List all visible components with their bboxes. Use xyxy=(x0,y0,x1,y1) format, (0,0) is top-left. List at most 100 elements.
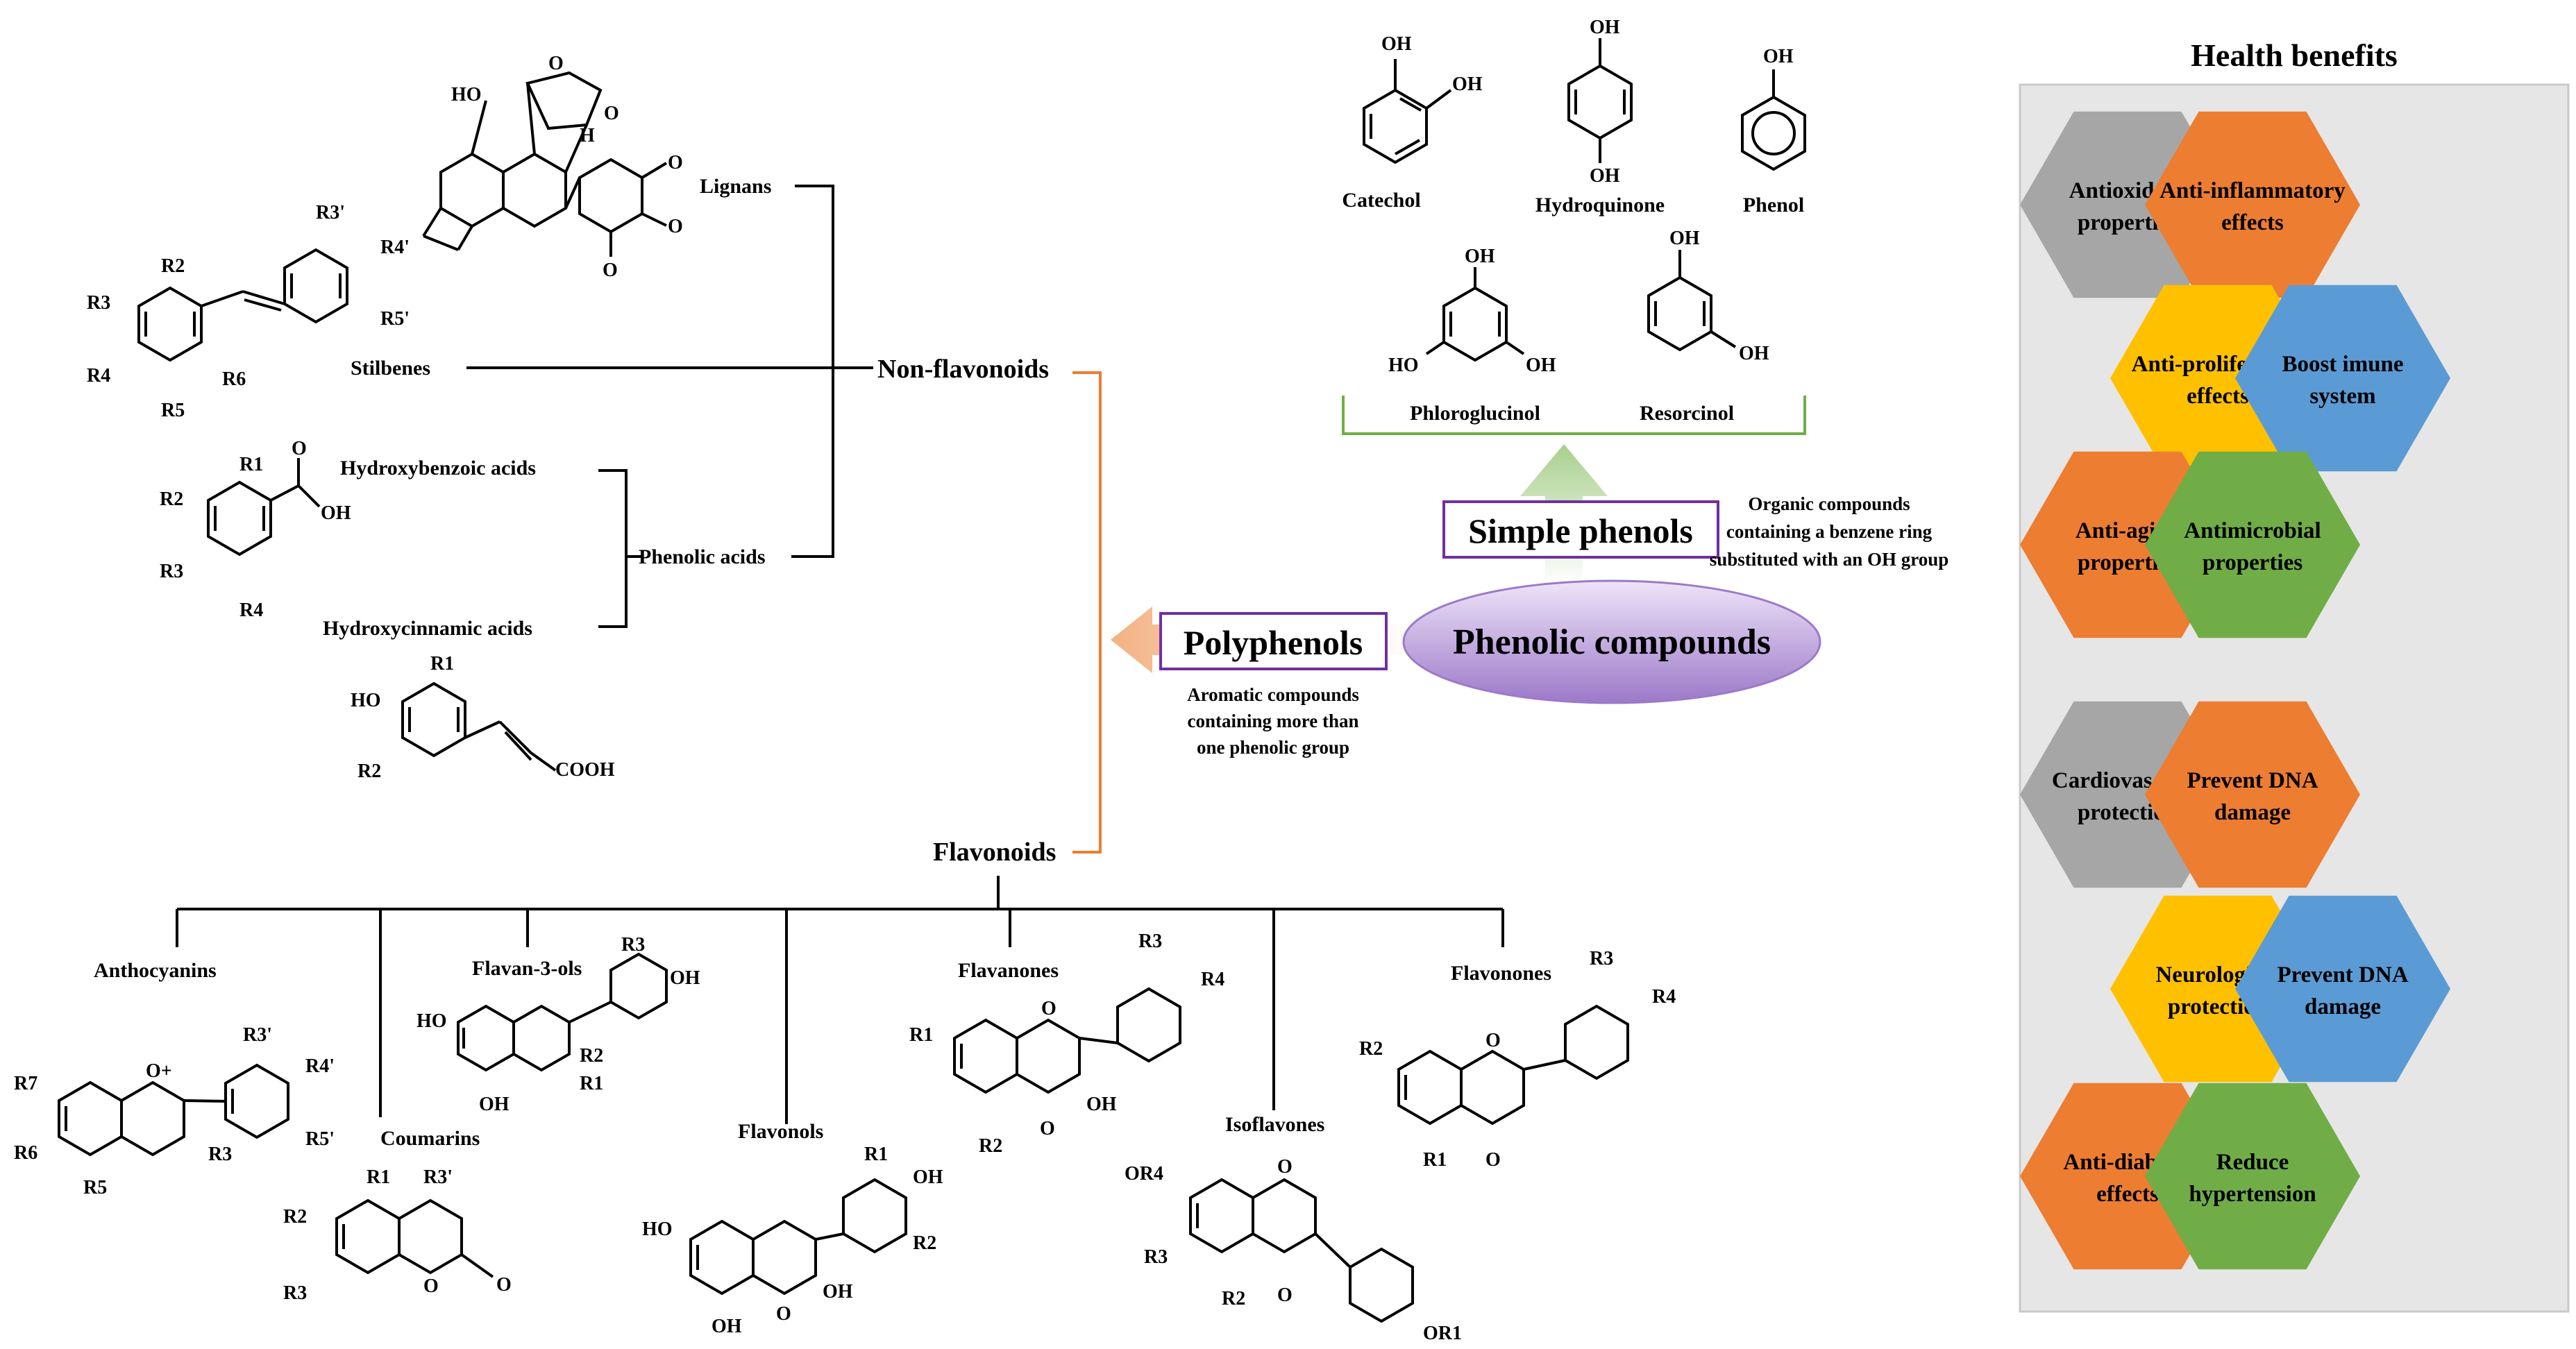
hydroxybenzoic-r3: R3 xyxy=(160,561,183,582)
flavonols-label: Flavonols xyxy=(738,1120,823,1143)
hydroxybenzoic-structure: O OH R1 R2 R3 R4 xyxy=(160,438,351,621)
anthocyanin-r5: R5 xyxy=(83,1177,107,1198)
simple-desc-line-3: substituted with an OH group xyxy=(1710,549,1949,570)
flavanone-r2: R2 xyxy=(979,1135,1002,1157)
flavan3ols-label: Flavan-3-ols xyxy=(472,957,582,980)
benefit-label: effects xyxy=(2187,384,2249,409)
isoflavone-o: O xyxy=(1277,1284,1293,1306)
flavanone-oh: OH xyxy=(1086,1094,1117,1115)
simple-desc-line-2: containing a benzene ring xyxy=(1726,521,1933,542)
flavanone-o: O xyxy=(1040,1118,1055,1139)
stilbenes-label: Stilbenes xyxy=(351,357,430,380)
flavonol-structure: HO OH O OH R1 OH R2 xyxy=(642,1144,943,1337)
resorcinol-label: Resorcinol xyxy=(1640,402,1734,425)
lignan-o-4: O xyxy=(668,216,683,237)
phenol-structure: OH Phenol xyxy=(1741,46,1806,217)
flavan3ol-ho: HO xyxy=(416,1010,447,1032)
benefit-label: Prevent DNA xyxy=(2187,768,2318,793)
simple-phenols-label: Simple phenols xyxy=(1468,511,1693,550)
flavanone-r3: R3 xyxy=(1138,931,1162,952)
simple-phenols-bracket xyxy=(1342,396,1806,435)
phloroglucinol-oh-1: OH xyxy=(1465,246,1495,267)
benefit-label: hypertension xyxy=(2189,1182,2316,1207)
stilbene-r6: R6 xyxy=(222,368,246,390)
isoflavone-o-ring: O xyxy=(1277,1156,1293,1178)
benefit-hexagons: AntioxidantpropertiesAnti-inflammatoryef… xyxy=(2020,111,2450,1270)
flavonol-oh-2: OH xyxy=(823,1281,853,1303)
phloroglucinol-ho: HO xyxy=(1388,355,1419,376)
benefit-label: properties xyxy=(2203,550,2303,575)
flavanone-structure: O R1 R2 O OH R3 R4 xyxy=(909,931,1224,1157)
isoflavone-or4: OR4 xyxy=(1125,1163,1163,1185)
benefit-hexagon xyxy=(2145,701,2360,888)
benefit-hexagon xyxy=(2145,111,2360,298)
flavanone-r1: R1 xyxy=(909,1024,933,1046)
lignan-o-5: O xyxy=(603,260,618,281)
flavonol-r1: R1 xyxy=(864,1144,888,1165)
stilbene-r4p: R4' xyxy=(380,237,410,258)
lignans-phenolic-bracket xyxy=(791,185,834,558)
resorcinol-oh-2: OH xyxy=(1739,343,1769,364)
phenol-label: Phenol xyxy=(1743,194,1804,217)
lignan-o-3: O xyxy=(668,152,683,173)
poly-desc-line-3: one phenolic group xyxy=(1197,737,1349,758)
flavan3ol-oh-1: OH xyxy=(479,1094,510,1115)
catechol-oh-1: OH xyxy=(1381,33,1412,55)
anthocyanin-o-plus: O+ xyxy=(146,1060,172,1082)
isoflavone-or1: OR1 xyxy=(1423,1323,1462,1344)
phenolic-compounds-ellipse xyxy=(1402,579,1821,704)
stilbene-r3p: R3' xyxy=(316,202,345,223)
coumarins-label: Coumarins xyxy=(380,1127,480,1150)
hydroxybenzoic-o: O xyxy=(292,438,307,459)
phloroglucinol-label: Phloroglucinol xyxy=(1410,402,1540,425)
anthocyanin-r3p: R3' xyxy=(243,1024,272,1046)
hydroxycinnamic-structure: COOH HO R1 R2 xyxy=(351,653,615,782)
hydroxycinnamic-r2: R2 xyxy=(357,761,381,782)
flavonoids-tree: Flavonoids Anthocyanins Coumarins Flavan… xyxy=(14,838,1676,1344)
flavanones-label: Flavanones xyxy=(958,959,1059,982)
hydroquinone-label: Hydroquinone xyxy=(1535,194,1665,217)
poly-desc-line-2: containing more than xyxy=(1187,711,1358,731)
flavanone-r4: R4 xyxy=(1201,969,1224,990)
health-benefits-panel: Health benefits AntioxidantpropertiesAnt… xyxy=(2019,37,2570,1313)
hydroxybenzoic-r1: R1 xyxy=(239,454,263,475)
anthocyanin-r6: R6 xyxy=(14,1142,37,1164)
phenol-oh: OH xyxy=(1763,46,1794,67)
lignan-h: H xyxy=(580,125,595,146)
stilbene-structure: R2 R3 R4 R5 R6 R3' R4' R5' xyxy=(87,202,410,421)
hydroxybenzoic-r4: R4 xyxy=(239,600,263,621)
hydroxycinnamic-ho: HO xyxy=(351,690,381,711)
catechol-oh-2: OH xyxy=(1452,74,1483,95)
isoflavone-r3: R3 xyxy=(1144,1246,1168,1268)
flavonol-r2: R2 xyxy=(913,1232,936,1254)
anthocyanin-r7: R7 xyxy=(14,1073,37,1094)
stilbene-r5: R5 xyxy=(161,400,185,421)
resorcinol-oh-1: OH xyxy=(1669,228,1700,249)
flavonone-structure: O R2 R1 O R3 R4 xyxy=(1359,948,1676,1171)
phenolic-core: Phenolic compounds Simple phenols Organi… xyxy=(1111,444,1948,758)
phenolic-compounds-title: Phenolic compounds xyxy=(1453,622,1771,662)
flavan3ol-r3: R3 xyxy=(621,934,645,956)
benefit-label: Anti-inflammatory xyxy=(2160,178,2346,203)
isoflavone-r2: R2 xyxy=(1222,1288,1245,1309)
benefit-hexagon xyxy=(2145,451,2360,638)
flavonol-o: O xyxy=(776,1303,791,1325)
polyphenols-box xyxy=(1159,612,1388,670)
flavonone-o: O xyxy=(1485,1149,1501,1171)
flavan3ol-structure: HO OH OH R3 R2 R1 xyxy=(416,934,700,1115)
nonflavonoids-label: Non-flavonoids xyxy=(877,355,1049,384)
coumarin-structure: O O R1 R3' R2 R3 xyxy=(283,1166,512,1304)
benefit-label: Antimicrobial xyxy=(2184,518,2321,543)
flavonol-ho: HO xyxy=(642,1219,673,1240)
phloroglucinol-oh-2: OH xyxy=(1526,355,1556,376)
flavonoids-label: Flavonoids xyxy=(933,838,1056,867)
stilbene-r4: R4 xyxy=(87,365,110,387)
flavonol-oh-1: OH xyxy=(712,1316,742,1337)
polyphenol-bracket xyxy=(1072,371,1102,854)
phenolic-acids-label: Phenolic acids xyxy=(639,545,766,568)
benefit-label: effects xyxy=(2096,1182,2159,1207)
benefit-label: Reduce xyxy=(2216,1150,2289,1175)
isoflavones-label: Isoflavones xyxy=(1225,1113,1324,1136)
